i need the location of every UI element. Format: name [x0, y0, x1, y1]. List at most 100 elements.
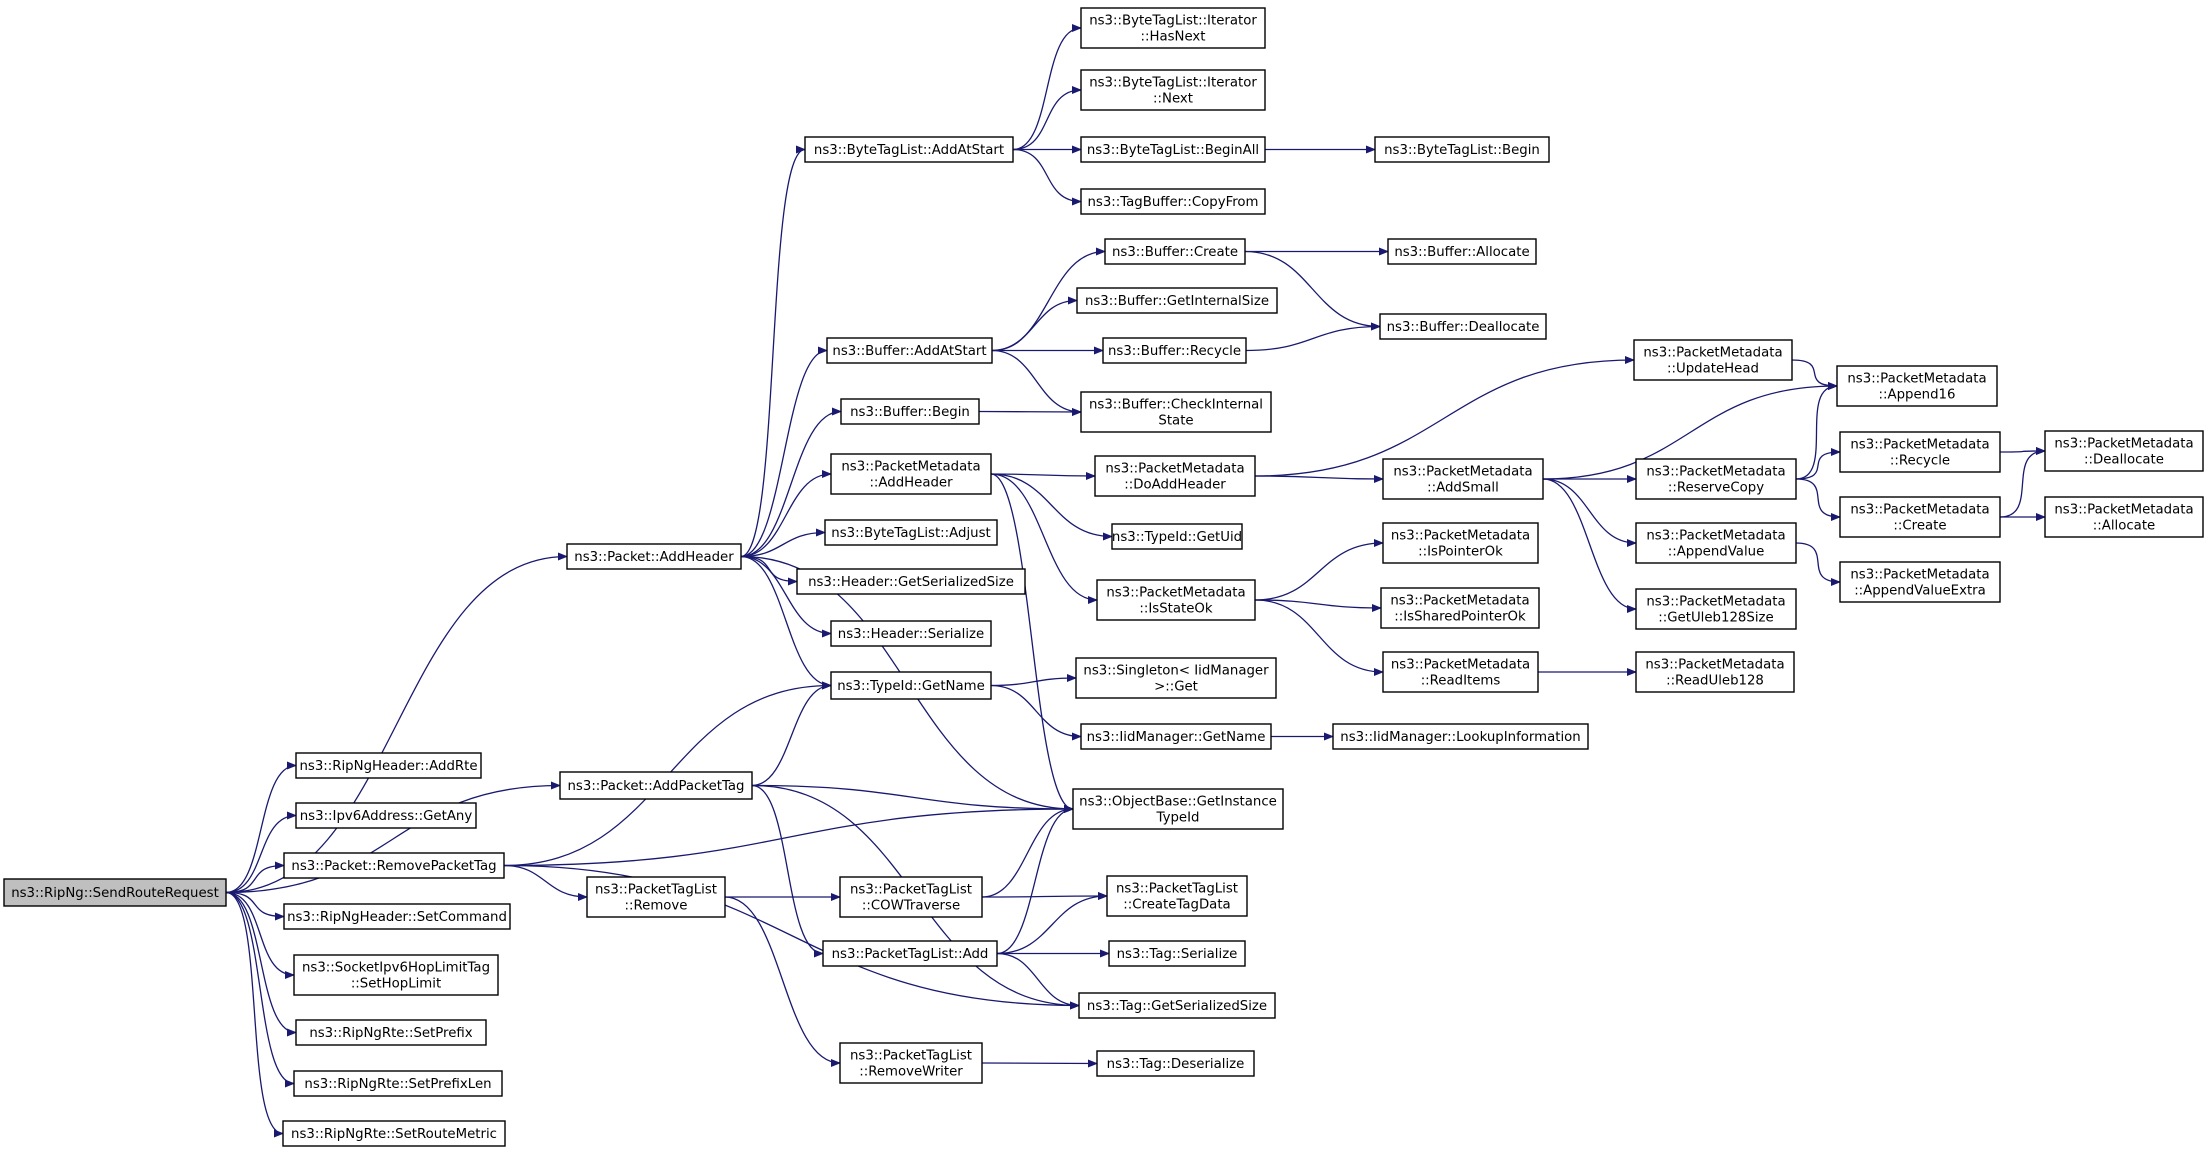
- node-pmappend16[interactable]: ns3::PacketMetadata::Append16: [1836, 365, 1998, 407]
- node-box: [1382, 651, 1539, 693]
- node-pmrecycle[interactable]: ns3::PacketMetadata::Recycle: [1839, 431, 2001, 473]
- edge-add-header-to-btladjust: [740, 528, 826, 558]
- node-add-packet-tag[interactable]: ns3::Packet::AddPacketTag: [559, 771, 753, 800]
- node-pmdeallocate[interactable]: ns3::PacketMetadata::Deallocate: [2044, 430, 2204, 472]
- node-pmis-shared-pointer-ok[interactable]: ns3::PacketMetadata::IsSharedPointerOk: [1380, 587, 1540, 629]
- node-box: [1635, 458, 1797, 500]
- node-label: ns3::Header::GetSerializedSize: [808, 575, 1014, 590]
- node-create-tag-data[interactable]: ns3::PacketTagList::CreateTagData: [1106, 875, 1248, 917]
- node-ipv6-get-any[interactable]: ns3::Ipv6Address::GetAny: [295, 802, 477, 829]
- node-label: ns3::PacketTagList: [1116, 882, 1238, 897]
- node-ptladd[interactable]: ns3::PacketTagList::Add: [822, 940, 998, 967]
- node-pmis-state-ok[interactable]: ns3::PacketMetadata::IsStateOk: [1096, 579, 1256, 621]
- node-remove-writer[interactable]: ns3::PacketTagList::RemoveWriter: [839, 1042, 983, 1084]
- node-label: ns3::PacketTagList: [595, 883, 717, 898]
- node-btladjust[interactable]: ns3::ByteTagList::Adjust: [824, 519, 998, 546]
- node-buf-recycle[interactable]: ns3::Buffer::Recycle: [1102, 337, 1247, 364]
- node-box: [830, 671, 992, 700]
- node-pmdo-add-header[interactable]: ns3::PacketMetadata::DoAddHeader: [1094, 455, 1256, 497]
- node-cowtraverse[interactable]: ns3::PacketTagList::COWTraverse: [839, 876, 983, 918]
- node-label: ns3::TypeId::GetName: [837, 679, 985, 694]
- node-rip-ng-header-add-rte[interactable]: ns3::RipNgHeader::AddRte: [295, 752, 482, 779]
- node-label: ns3::RipNgRte::SetRouteMetric: [291, 1127, 497, 1142]
- node-label: ns3::Ipv6Address::GetAny: [300, 809, 473, 824]
- edge-pmis-state-ok-to-pmis-pointer-ok: [1254, 539, 1384, 601]
- node-btlbegin[interactable]: ns3::ByteTagList::Begin: [1374, 136, 1550, 163]
- node-box: [1080, 136, 1266, 163]
- node-buf-allocate[interactable]: ns3::Buffer::Allocate: [1387, 238, 1537, 265]
- node-set-hop-limit[interactable]: ns3::SocketIpv6HopLimitTag::SetHopLimit: [293, 954, 499, 996]
- node-hdr-get-ser-size[interactable]: ns3::Header::GetSerializedSize: [796, 568, 1026, 595]
- node-pmadd-small[interactable]: ns3::PacketMetadata::AddSmall: [1382, 458, 1544, 500]
- node-iid-get-name[interactable]: ns3::IidManager::GetName: [1080, 723, 1272, 750]
- node-pmappend-value-extra[interactable]: ns3::PacketMetadata::AppendValueExtra: [1839, 561, 2001, 603]
- node-box: [839, 876, 983, 918]
- node-buf-begin[interactable]: ns3::Buffer::Begin: [840, 398, 980, 425]
- node-set-route-metric[interactable]: ns3::RipNgRte::SetRouteMetric: [282, 1120, 506, 1147]
- node-tag-buf-copy-from[interactable]: ns3::TagBuffer::CopyFrom: [1080, 188, 1266, 215]
- node-label: ns3::RipNgRte::SetPrefix: [309, 1026, 472, 1041]
- node-pmcreate[interactable]: ns3::PacketMetadata::Create: [1839, 496, 2001, 538]
- node-box: [1102, 337, 1247, 364]
- node-box: [1635, 588, 1797, 630]
- node-send-route-request[interactable]: ns3::RipNg::SendRouteRequest: [3, 878, 227, 907]
- node-box: [283, 903, 511, 930]
- node-set-command[interactable]: ns3::RipNgHeader::SetCommand: [283, 903, 511, 930]
- node-label: ::ReadUleb128: [1666, 674, 1764, 689]
- node-label: ns3::PacketMetadata: [1646, 529, 1785, 544]
- node-singleton-get[interactable]: ns3::Singleton< IidManager>::Get: [1075, 657, 1277, 699]
- node-label: ns3::PacketMetadata: [1391, 529, 1530, 544]
- node-it-has-next[interactable]: ns3::ByteTagList::Iterator::HasNext: [1080, 7, 1266, 49]
- edge-btladd-at-start-to-tag-buf-copy-from: [1012, 148, 1082, 206]
- node-pmadd-header[interactable]: ns3::PacketMetadata::AddHeader: [830, 453, 992, 495]
- node-pmread-items[interactable]: ns3::PacketMetadata::ReadItems: [1382, 651, 1539, 693]
- node-pmappend-value[interactable]: ns3::PacketMetadata::AppendValue: [1635, 522, 1797, 564]
- node-set-prefix-len[interactable]: ns3::RipNgRte::SetPrefixLen: [293, 1070, 503, 1097]
- node-add-header[interactable]: ns3::Packet::AddHeader: [566, 543, 742, 570]
- node-tag-get-ser-size[interactable]: ns3::Tag::GetSerializedSize: [1078, 992, 1276, 1019]
- edge-pmreserve-copy-to-pmrecycle: [1795, 448, 1841, 480]
- node-iid-lookup-info[interactable]: ns3::IidManager::LookupInformation: [1332, 723, 1589, 750]
- node-box: [1836, 365, 1998, 407]
- node-pmupdate-head[interactable]: ns3::PacketMetadata::UpdateHead: [1633, 339, 1793, 381]
- node-label: ::Create: [1893, 519, 1946, 534]
- node-label: ::UpdateHead: [1667, 362, 1759, 377]
- node-it-next[interactable]: ns3::ByteTagList::Iterator::Next: [1080, 69, 1266, 111]
- node-label: ns3::RipNg::SendRouteRequest: [11, 886, 219, 901]
- node-remove-packet-tag[interactable]: ns3::Packet::RemovePacketTag: [283, 852, 505, 879]
- node-pmget-uleb128-size[interactable]: ns3::PacketMetadata::GetUleb128Size: [1635, 588, 1797, 630]
- node-set-prefix[interactable]: ns3::RipNgRte::SetPrefix: [295, 1019, 487, 1046]
- node-label: ns3::Buffer::Deallocate: [1387, 320, 1540, 335]
- node-btladd-at-start[interactable]: ns3::ByteTagList::AddAtStart: [804, 136, 1014, 163]
- node-label: ::IsStateOk: [1139, 602, 1212, 617]
- node-pmallocate[interactable]: ns3::PacketMetadata::Allocate: [2044, 496, 2204, 538]
- node-label: ns3::PacketMetadata: [1393, 465, 1532, 480]
- node-buf-get-internal-size[interactable]: ns3::Buffer::GetInternalSize: [1076, 287, 1278, 314]
- edge-send-route-request-to-rip-ng-header-add-rte: [225, 761, 297, 894]
- node-box: [1387, 238, 1537, 265]
- node-buf-deallocate[interactable]: ns3::Buffer::Deallocate: [1379, 313, 1547, 340]
- node-box: [1839, 496, 2001, 538]
- edge-send-route-request-to-add-header: [225, 552, 568, 894]
- node-box: [293, 954, 499, 996]
- node-pmread-uleb128[interactable]: ns3::PacketMetadata::ReadUleb128: [1635, 651, 1795, 693]
- node-pmreserve-copy[interactable]: ns3::PacketMetadata::ReserveCopy: [1635, 458, 1797, 500]
- node-buf-add-at-start[interactable]: ns3::Buffer::AddAtStart: [826, 337, 993, 364]
- node-buf-create[interactable]: ns3::Buffer::Create: [1104, 238, 1246, 265]
- node-btlbegin-all[interactable]: ns3::ByteTagList::BeginAll: [1080, 136, 1266, 163]
- node-label: ns3::PacketMetadata: [1390, 594, 1529, 609]
- node-tag-deserialize[interactable]: ns3::Tag::Deserialize: [1096, 1050, 1255, 1077]
- edge-ptladd-to-create-tag-data: [996, 892, 1108, 955]
- node-hdr-serialize[interactable]: ns3::Header::Serialize: [830, 620, 992, 647]
- node-box: [1382, 522, 1539, 564]
- node-type-id-get-uid[interactable]: ns3::TypeId::GetUid: [1111, 523, 1243, 550]
- node-label: ns3::PacketMetadata: [1850, 568, 1989, 583]
- node-pmis-pointer-ok[interactable]: ns3::PacketMetadata::IsPointerOk: [1382, 522, 1539, 564]
- node-box: [830, 620, 992, 647]
- node-tag-serialize[interactable]: ns3::Tag::Serialize: [1108, 940, 1246, 967]
- node-type-id-get-name[interactable]: ns3::TypeId::GetName: [830, 671, 992, 700]
- node-ptlremove[interactable]: ns3::PacketTagList::Remove: [586, 876, 726, 918]
- edge-pmcreate-to-pmdeallocate: [1999, 447, 2046, 518]
